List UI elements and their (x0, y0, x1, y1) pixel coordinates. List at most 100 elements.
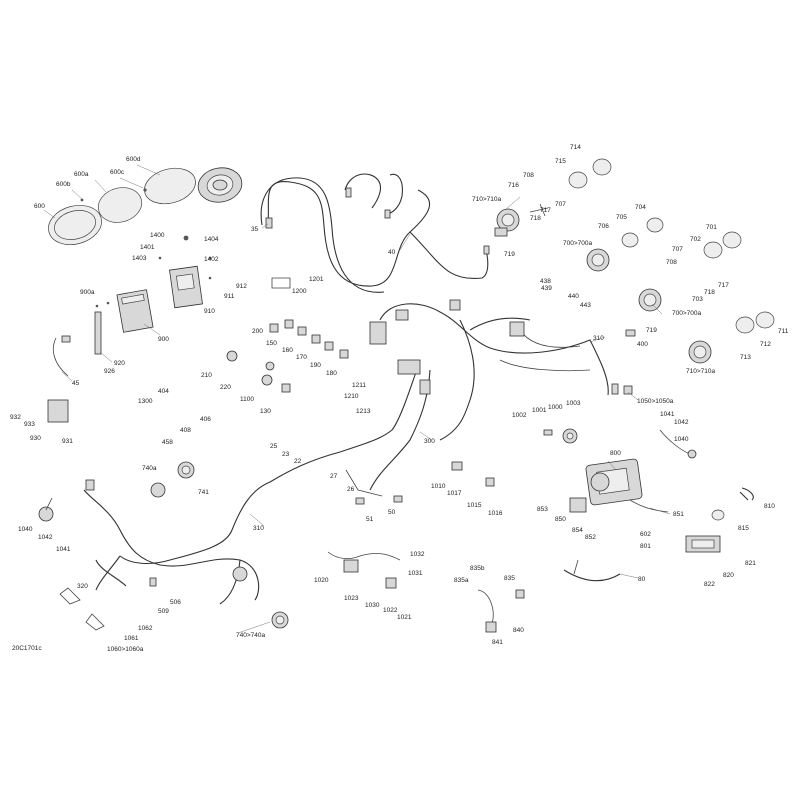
callout-label: 854 (572, 527, 583, 534)
callout-label: 1041 (660, 411, 675, 418)
callout-label: 27 (330, 473, 338, 480)
callout-label: 700>700a (672, 310, 701, 317)
callout-label: 458 (162, 439, 173, 446)
callout-label: 310 (593, 335, 604, 342)
callout-label: 1200 (292, 288, 307, 295)
callout-label: 1400 (150, 232, 165, 239)
callout-label: 714 (570, 144, 581, 151)
callout-label: 704 (635, 204, 646, 211)
callout-label: 200 (252, 328, 263, 335)
callout-label: 713 (740, 354, 751, 361)
callout-label: 160 (282, 347, 293, 354)
callout-label: 1060>1060a (107, 646, 144, 653)
callout-label: 711 (778, 328, 789, 335)
callout-label: 1050>1050a (637, 398, 674, 405)
callout-label: 300 (424, 438, 435, 445)
callout-label: 509 (158, 608, 169, 615)
callout-label: 1062 (138, 625, 153, 632)
callout-label: 1020 (314, 577, 329, 584)
callout-label: 440 (568, 293, 579, 300)
callout-label: 1016 (488, 510, 503, 517)
callout-label: 1040 (674, 436, 689, 443)
callout-label: 1300 (138, 398, 153, 405)
callout-label: 852 (585, 534, 596, 541)
callout-label: 710>710a (472, 196, 501, 203)
callout-label: 931 (62, 438, 73, 445)
callout-label: 910 (204, 308, 215, 315)
callout-label: 600a (74, 171, 89, 178)
callout-label: 26 (347, 486, 355, 493)
callout-label: 1211 (352, 382, 366, 389)
callout-label: 190 (310, 362, 321, 369)
lower-wire-harness (83, 479, 260, 605)
callout-label: 438 (540, 278, 551, 285)
callout-label: 701 (706, 224, 717, 231)
callout-label: 1015 (467, 502, 482, 509)
callout-label: 1403 (132, 255, 147, 262)
diagram-code: 20C1701c (12, 645, 42, 652)
callout-label: 708 (666, 259, 677, 266)
callout-label: 406 (200, 416, 211, 423)
callout-label: 1401 (140, 244, 155, 251)
callout-label: 850 (555, 516, 566, 523)
callout-label: 1002 (512, 412, 527, 419)
callout-label: 912 (236, 283, 247, 290)
callout-label: 700>700a (563, 240, 592, 247)
callout-label: 707 (672, 246, 683, 253)
callout-label: 900 (158, 336, 169, 343)
callout-label: 600d (126, 156, 141, 163)
callout-label: 740a (142, 465, 157, 472)
callout-label: 712 (760, 341, 771, 348)
gauge-cluster-assembly (43, 164, 243, 245)
callout-label: 130 (260, 408, 271, 415)
callout-label: 702 (690, 236, 701, 243)
callout-label: 1030 (365, 602, 380, 609)
callout-label: 900a (80, 289, 95, 296)
callout-label: 715 (555, 158, 566, 165)
callout-label: 911 (224, 293, 235, 300)
callout-label: 932 (10, 414, 21, 421)
winch-assembly (563, 458, 754, 582)
callout-label: 320 (77, 583, 88, 590)
callout-label: 22 (294, 458, 302, 465)
callout-label: 703 (692, 296, 703, 303)
callout-label: 1201 (309, 276, 324, 283)
callout-label: 820 (723, 572, 734, 579)
callout-label: 602 (640, 531, 651, 538)
callout-label: 1042 (674, 419, 689, 426)
callout-label: 706 (598, 223, 609, 230)
callout-label: 920 (114, 360, 125, 367)
relay-and-fuse-parts (543, 385, 697, 459)
callout-label: 835 (504, 575, 515, 582)
callout-label: 180 (326, 370, 337, 377)
callout-label: 740>740a (236, 632, 265, 639)
callout-label: 40 (388, 249, 396, 256)
switch-connectors (52, 277, 349, 393)
callout-label: 1001 (532, 407, 547, 414)
callout-label: 210 (201, 372, 212, 379)
callout-label: 741 (198, 489, 209, 496)
callout-label: 1022 (383, 607, 398, 614)
callout-label: 841 (492, 639, 503, 646)
callout-label: 1023 (344, 595, 359, 602)
callout-label: 23 (282, 451, 290, 458)
callout-label: 600b (56, 181, 71, 188)
callout-label: 170 (296, 354, 307, 361)
callout-label: 1031 (408, 570, 423, 577)
main-wire-harness (119, 299, 619, 565)
callout-label: 1100 (240, 396, 254, 403)
callout-label: 710>710a (686, 368, 715, 375)
callout-label: 1003 (566, 400, 581, 407)
callout-label: 1017 (447, 490, 462, 497)
callout-label: 600 (34, 203, 45, 210)
callout-label: 719 (646, 327, 657, 334)
callout-label: 25 (270, 443, 278, 450)
callout-label: 400 (637, 341, 648, 348)
callout-label: 705 (616, 214, 627, 221)
callout-label: 926 (104, 368, 115, 375)
callout-label: 930 (30, 435, 41, 442)
wire-harness-35-40 (260, 173, 490, 293)
callout-label: 45 (72, 380, 80, 387)
headlight-assembly-left (494, 158, 612, 237)
